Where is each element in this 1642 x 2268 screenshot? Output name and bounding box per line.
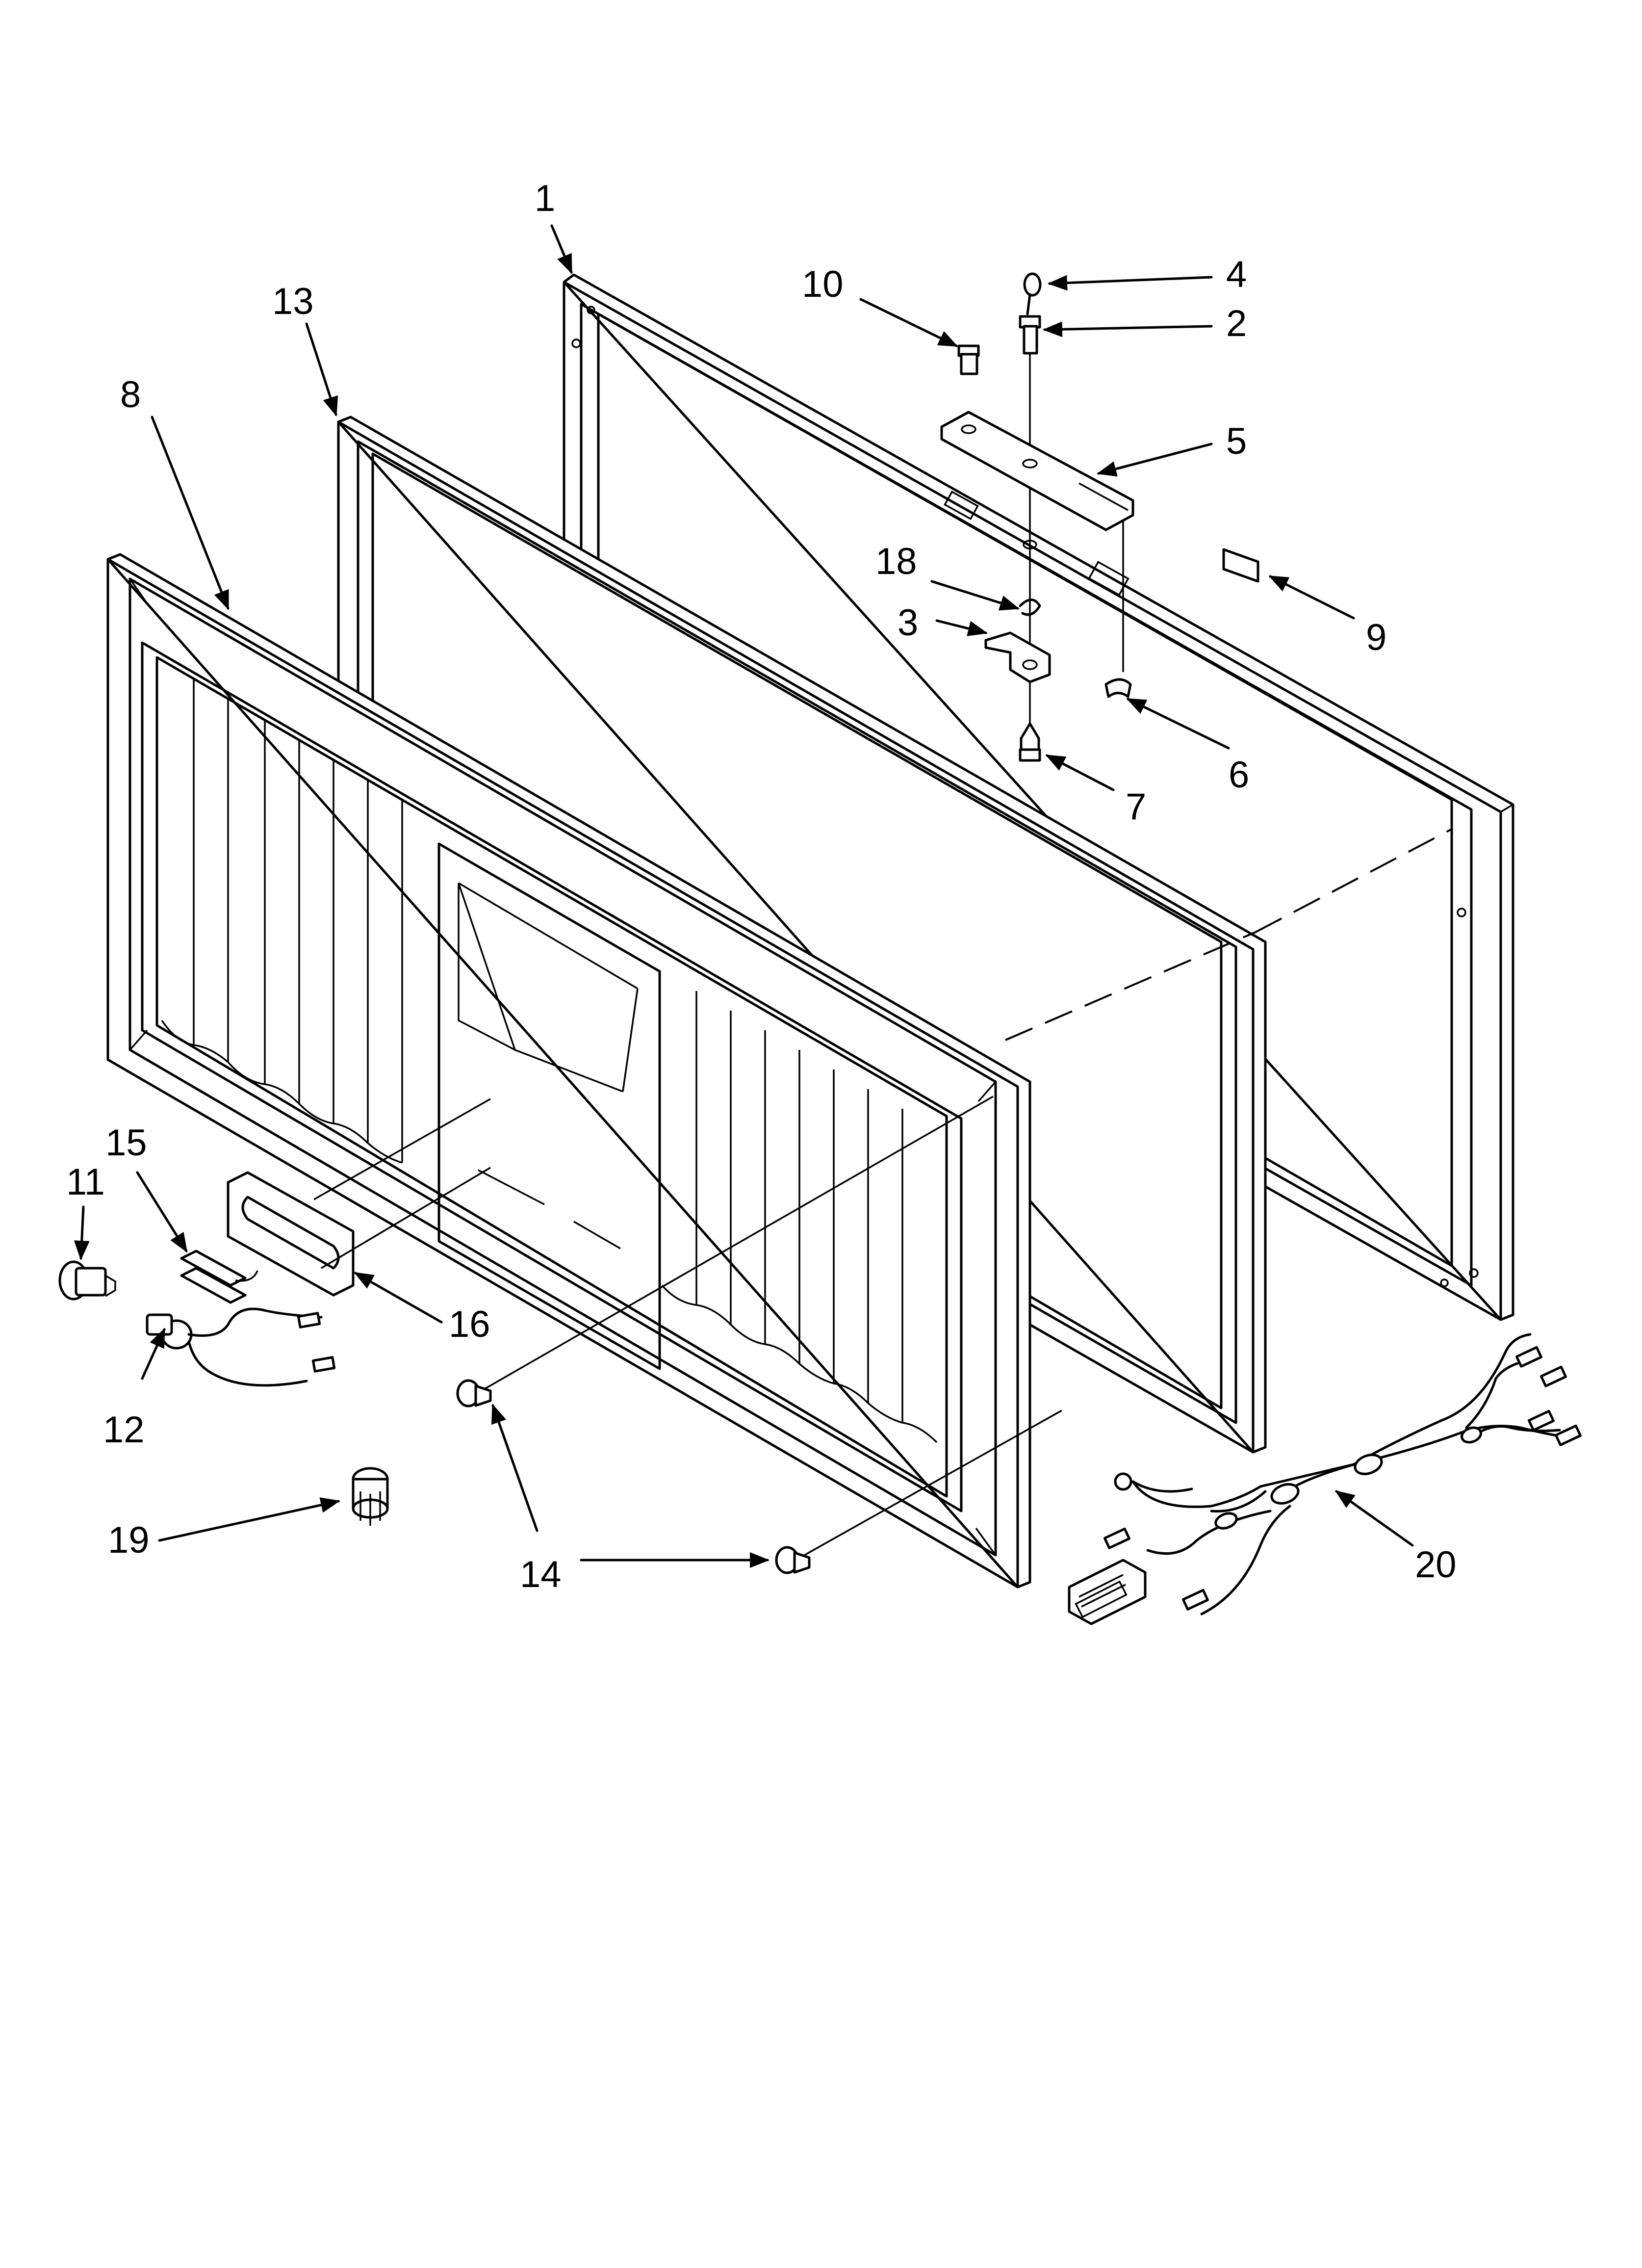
label-part-7: 7	[1126, 786, 1146, 828]
part-14-clip-lower-icon	[775, 1546, 811, 1574]
part-16-light-housing-icon	[227, 1098, 491, 1297]
left-ribs	[161, 679, 403, 1164]
label-part-15: 15	[105, 1122, 147, 1164]
label-part-3: 3	[898, 602, 918, 644]
part-14-clip-icons	[456, 1095, 1062, 1574]
label-part-14: 14	[520, 1554, 562, 1595]
right-ribs	[661, 991, 938, 1443]
leader-lines	[74, 224, 1414, 1568]
label-part-4: 4	[1226, 254, 1247, 295]
label-part-9: 9	[1366, 617, 1386, 658]
label-part-2: 2	[1226, 303, 1247, 344]
label-part-1: 1	[535, 178, 555, 219]
label-part-5: 5	[1226, 420, 1247, 462]
part-3-latch-plate-icon	[984, 631, 1051, 683]
part-10-bushing-icon	[957, 344, 980, 375]
part-20-wire-harness-icon	[1068, 1333, 1582, 1625]
label-part-8: 8	[120, 374, 141, 416]
label-part-6: 6	[1229, 754, 1249, 796]
label-part-19: 19	[108, 1519, 150, 1561]
part-8-door-liner	[106, 553, 1031, 1589]
part-4-key-icon	[1023, 272, 1042, 315]
part-13-door-gasket	[337, 416, 1267, 1454]
label-part-13: 13	[272, 281, 314, 322]
light-assembly	[58, 1098, 491, 1526]
part-9-label-icon	[1222, 548, 1259, 583]
center-recess	[437, 842, 661, 1370]
part-6-clip-icon	[1104, 678, 1132, 698]
lock-hardware	[940, 272, 1259, 762]
part-5-lock-bracket-icon	[940, 411, 1134, 531]
label-part-11: 11	[66, 1161, 105, 1203]
hole-marker	[1023, 540, 1037, 549]
part-11-bulb-icon	[58, 1260, 116, 1301]
alignment-dash-line-lower	[1005, 931, 1256, 1041]
label-part-16: 16	[449, 1303, 490, 1345]
label-part-18: 18	[875, 541, 917, 582]
harness-connector-icon	[1068, 1559, 1147, 1625]
part-2-lock-cylinder-icon	[1019, 315, 1041, 355]
part-18-clip-icon	[1019, 599, 1041, 616]
label-part-12: 12	[103, 1409, 145, 1451]
part-7-screw-icon	[1019, 722, 1041, 762]
part-labels: 1 4 2 10 13 8 5 18 3 9 6 7 15 11 16 12 1…	[66, 178, 1457, 1595]
part-1-liner-frame	[563, 273, 1514, 1321]
alignment-dash-line	[1255, 828, 1452, 933]
label-part-10: 10	[802, 263, 844, 305]
part-14-clip-upper-icon	[456, 1379, 492, 1408]
part-19-switch-icon	[352, 1467, 389, 1526]
part-15-socket-bracket-icon	[180, 1250, 258, 1304]
label-part-20: 20	[1415, 1544, 1457, 1586]
part-12-socket-icon	[146, 1307, 336, 1387]
